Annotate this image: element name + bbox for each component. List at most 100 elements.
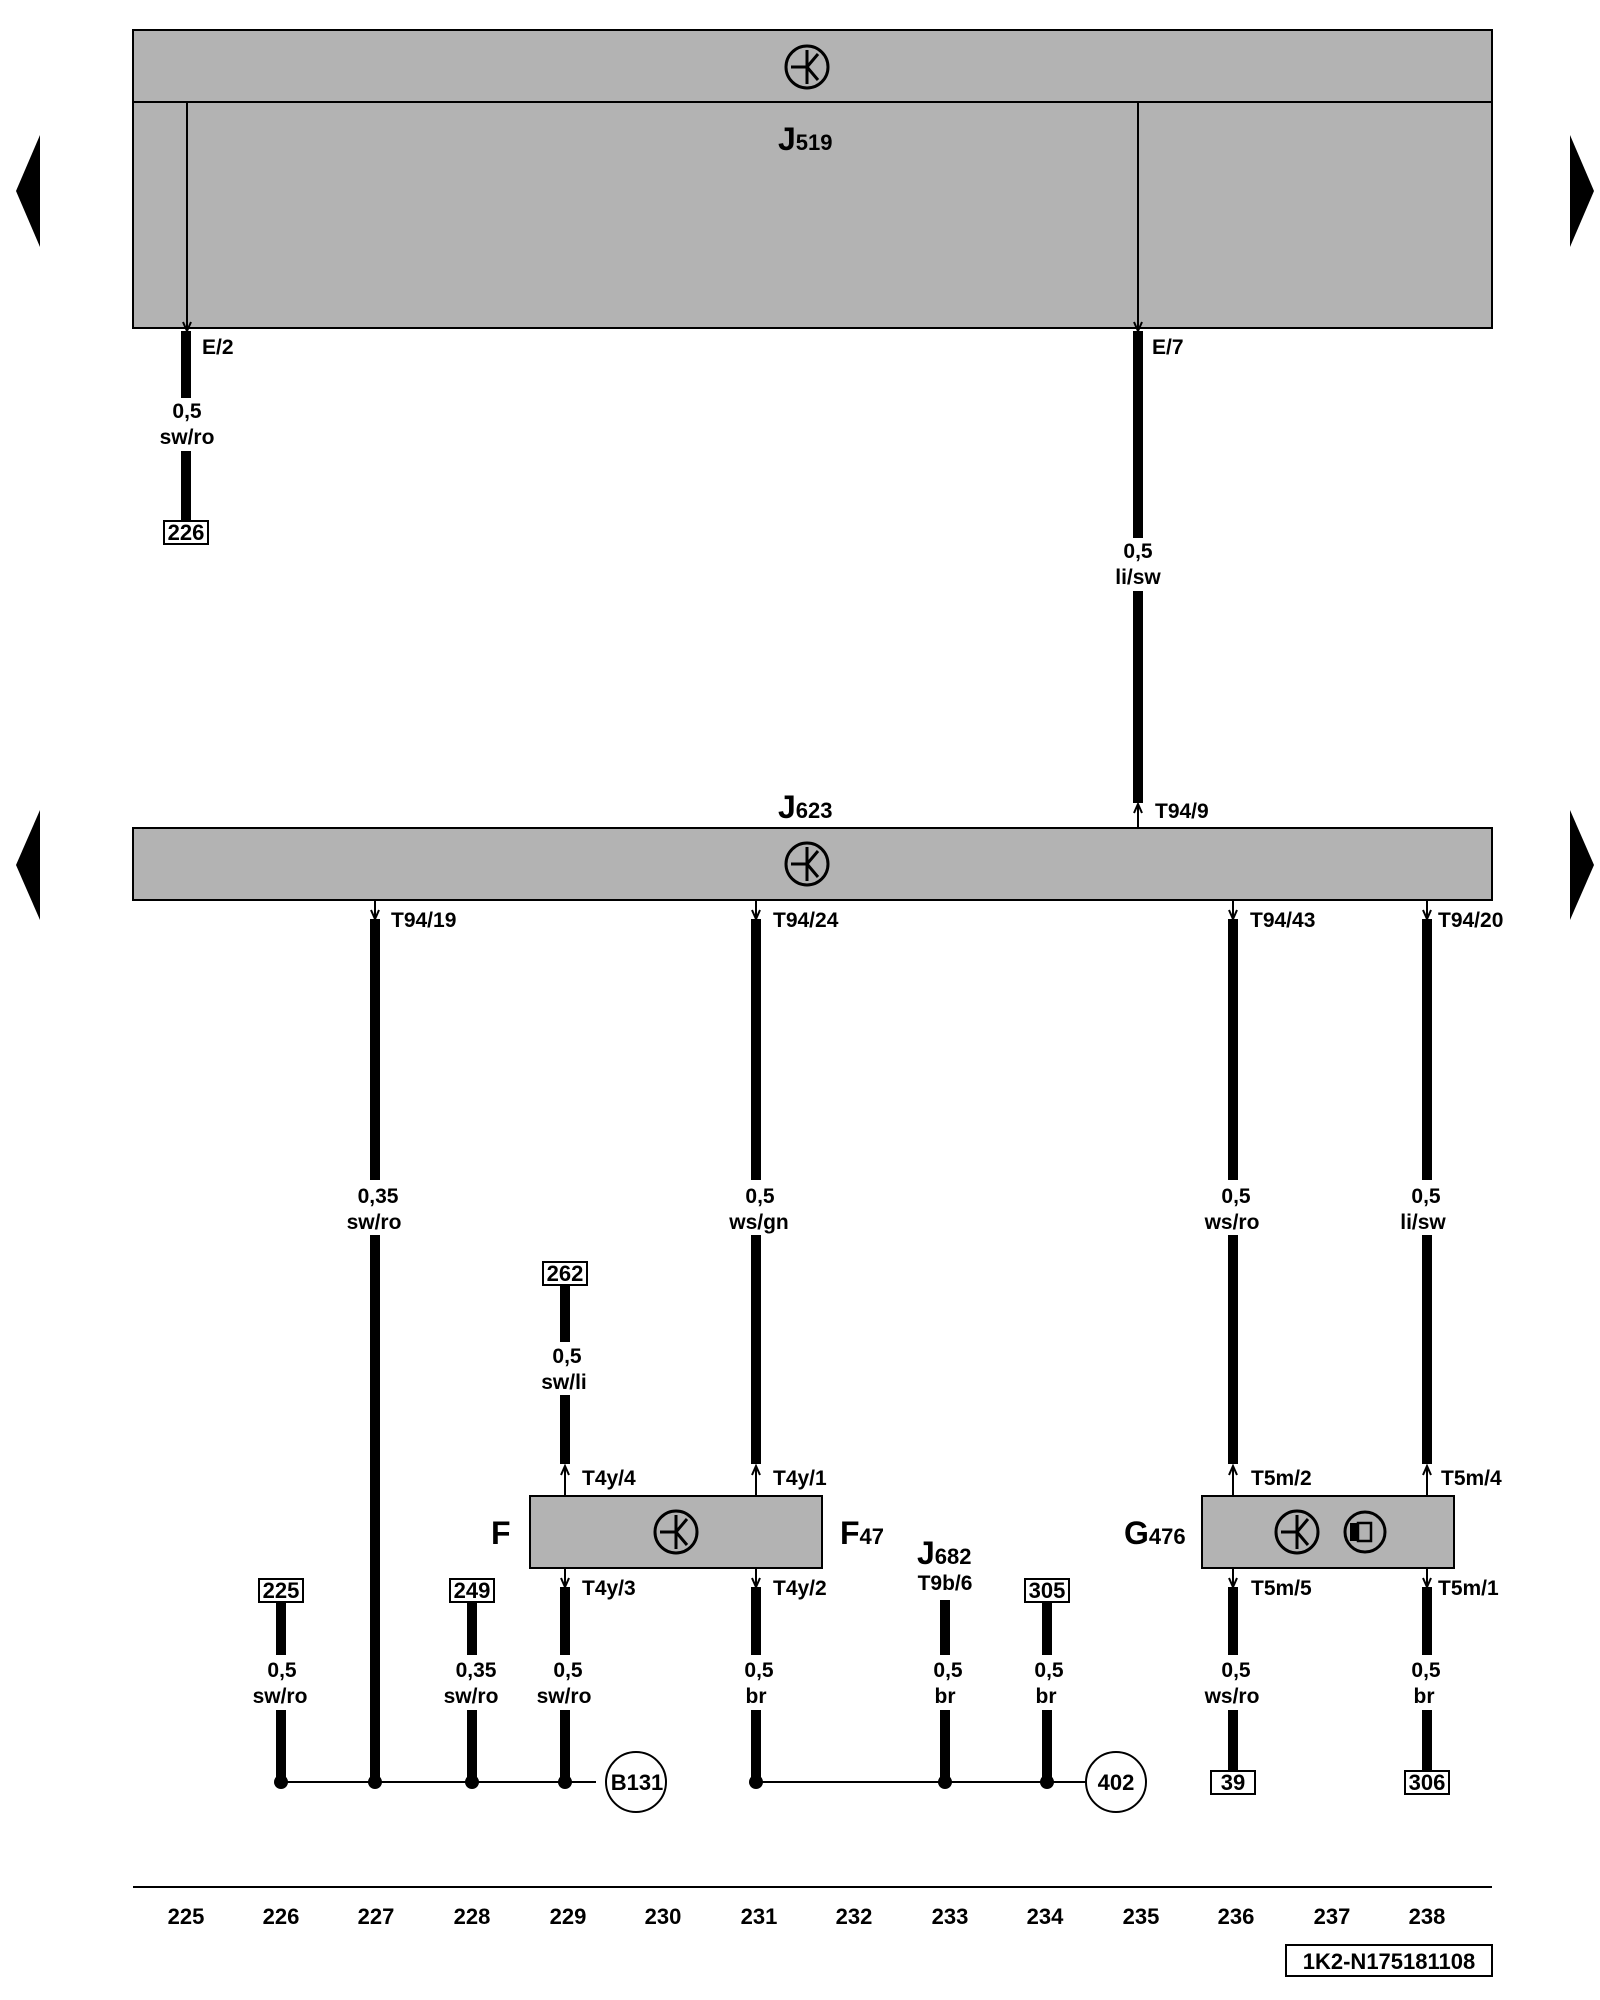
ground-point-402 bbox=[1085, 1751, 1147, 1813]
track-number: 225 bbox=[168, 1904, 205, 1929]
pin-t94-9: T94/9 bbox=[1155, 800, 1209, 823]
pin-t94-43: T94/43 bbox=[1250, 909, 1315, 932]
track-number: 235 bbox=[1123, 1904, 1160, 1929]
j519-letter: J bbox=[778, 121, 796, 157]
sensor-icon bbox=[1343, 1510, 1387, 1554]
ref-box: 225 bbox=[263, 1578, 300, 1603]
g476-subscript: 476 bbox=[1149, 1524, 1186, 1549]
pin-t94-19: T94/19 bbox=[391, 909, 456, 932]
track-number: 234 bbox=[1027, 1904, 1064, 1929]
pin-t5m-2: T5m/2 bbox=[1251, 1467, 1312, 1490]
next-page-arrow-top[interactable] bbox=[1570, 135, 1594, 247]
ref-box: 226 bbox=[168, 520, 205, 545]
svg-text:G476: G476 bbox=[1124, 1515, 1186, 1551]
pin-t4y-3: T4y/3 bbox=[582, 1577, 636, 1600]
pin-t5m-1: T5m/1 bbox=[1438, 1577, 1499, 1600]
ref-box: 262 bbox=[547, 1261, 584, 1286]
wire-size: 0,5 bbox=[267, 1659, 297, 1682]
wire-color: br bbox=[1036, 1685, 1057, 1708]
prev-page-arrow-bottom[interactable] bbox=[16, 810, 40, 920]
wire-size: 0,5 bbox=[933, 1659, 963, 1682]
wire-size: 0,5 bbox=[1411, 1185, 1441, 1208]
wire-size: 0,5 bbox=[1034, 1659, 1064, 1682]
wire-color: ws/ro bbox=[1204, 1685, 1260, 1708]
ref-box: 249 bbox=[454, 1578, 491, 1603]
module-f47 bbox=[529, 1495, 823, 1569]
control-unit-icon bbox=[653, 1509, 699, 1555]
track-number: 229 bbox=[550, 1904, 587, 1929]
g476-letter: G bbox=[1124, 1515, 1149, 1551]
wire-color: sw/ro bbox=[537, 1685, 592, 1708]
track-number: 233 bbox=[932, 1904, 969, 1929]
j623-subscript: 623 bbox=[796, 798, 833, 823]
wire-color: br bbox=[746, 1685, 767, 1708]
ground-402-label: 402 bbox=[1098, 1770, 1135, 1795]
control-unit-icon bbox=[1274, 1509, 1320, 1555]
pin-e2: E/2 bbox=[202, 336, 234, 359]
pin-t5m-4: T5m/4 bbox=[1441, 1467, 1502, 1490]
pin-t5m-5: T5m/5 bbox=[1251, 1577, 1312, 1600]
wire-size: 0,5 bbox=[553, 1659, 583, 1682]
ref-box: 305 bbox=[1029, 1578, 1066, 1603]
ground-point-b131 bbox=[605, 1751, 667, 1813]
svg-text:F47: F47 bbox=[840, 1515, 884, 1551]
prev-page-arrow-top[interactable] bbox=[16, 135, 40, 247]
wire-size: 0,5 bbox=[745, 1185, 775, 1208]
track-number: 228 bbox=[454, 1904, 491, 1929]
wire-size: 0,5 bbox=[1221, 1659, 1251, 1682]
pin-t94-24: T94/24 bbox=[773, 909, 839, 932]
track-number: 232 bbox=[836, 1904, 873, 1929]
module-j623 bbox=[132, 827, 1493, 901]
track-numbers: 225 226 227 228 229 230 231 232 233 234 … bbox=[168, 1904, 1446, 1929]
wire-color: sw/li bbox=[541, 1371, 587, 1394]
control-unit-icon bbox=[784, 841, 830, 887]
control-unit-icon bbox=[784, 44, 830, 90]
wire-color: li/sw bbox=[1400, 1211, 1446, 1234]
pin-t4y-1: T4y/1 bbox=[773, 1467, 827, 1490]
j682-letter: J bbox=[917, 1535, 935, 1571]
svg-text:J519: J519 bbox=[778, 121, 833, 157]
track-number: 231 bbox=[741, 1904, 778, 1929]
wire-color: sw/ro bbox=[160, 426, 215, 449]
wire-color: ws/gn bbox=[728, 1211, 789, 1234]
svg-text:J682: J682 bbox=[917, 1535, 972, 1571]
track-number: 227 bbox=[358, 1904, 395, 1929]
svg-text:J623: J623 bbox=[778, 789, 833, 825]
track-number: 230 bbox=[645, 1904, 682, 1929]
module-j519: J519 bbox=[132, 29, 1493, 329]
module-g476 bbox=[1201, 1495, 1455, 1569]
track-number: 226 bbox=[263, 1904, 300, 1929]
j682-subscript: 682 bbox=[935, 1544, 972, 1569]
j682-pin: T9b/6 bbox=[918, 1572, 973, 1595]
wire-size: 0,5 bbox=[172, 400, 202, 423]
wire-size: 0,5 bbox=[1221, 1185, 1251, 1208]
wire-color: sw/ro bbox=[253, 1685, 308, 1708]
wire-size: 0,5 bbox=[744, 1659, 774, 1682]
track-number: 237 bbox=[1314, 1904, 1351, 1929]
f47-letter: F bbox=[840, 1515, 860, 1551]
j623-letter: J bbox=[778, 789, 796, 825]
pin-t94-20: T94/20 bbox=[1438, 909, 1503, 932]
j519-subscript: 519 bbox=[796, 130, 833, 155]
pin-e7: E/7 bbox=[1152, 336, 1184, 359]
wire-color: ws/ro bbox=[1204, 1211, 1260, 1234]
wire-color: br bbox=[935, 1685, 956, 1708]
wire-color: sw/ro bbox=[444, 1685, 499, 1708]
wire-color: sw/ro bbox=[347, 1211, 402, 1234]
pin-t4y-2: T4y/2 bbox=[773, 1577, 827, 1600]
wire-size: 0,35 bbox=[456, 1659, 497, 1682]
next-page-arrow-bottom[interactable] bbox=[1570, 810, 1594, 920]
ref-box: 306 bbox=[1409, 1770, 1446, 1795]
pin-t4y-4: T4y/4 bbox=[582, 1467, 636, 1490]
wire-size: 0,5 bbox=[1411, 1659, 1441, 1682]
f-label: F bbox=[491, 1515, 511, 1551]
ground-b131-label: B131 bbox=[611, 1770, 664, 1795]
document-id: 1K2-N175181108 bbox=[1303, 1949, 1475, 1974]
ref-box: 39 bbox=[1221, 1770, 1245, 1795]
wire-color: br bbox=[1414, 1685, 1435, 1708]
wire-size: 0,35 bbox=[358, 1185, 399, 1208]
track-number: 238 bbox=[1409, 1904, 1446, 1929]
wire-size: 0,5 bbox=[552, 1345, 582, 1368]
track-number: 236 bbox=[1218, 1904, 1255, 1929]
